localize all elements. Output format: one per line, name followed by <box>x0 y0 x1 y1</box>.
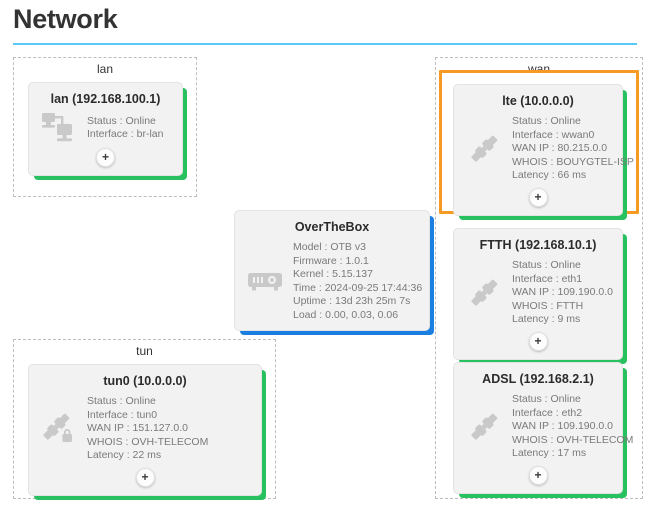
card-adsl-prop-whois: WHOIS : OVH-TELECOM <box>512 433 634 446</box>
page-title: Network <box>13 4 118 34</box>
card-lan-footer: + <box>37 148 174 167</box>
card-overthebox-body: Model : OTB v3 Firmware : 1.0.1 Kernel :… <box>243 241 422 322</box>
card-adsl-prop-status: Status : Online <box>512 393 581 405</box>
card-tun0[interactable]: tun0 (10.0.0.0) <box>28 364 262 496</box>
plug-icon <box>462 134 506 164</box>
card-lan-add-button[interactable]: + <box>96 148 115 167</box>
card-adsl-body: Status : Online Interface : eth2 WAN IP … <box>462 393 633 461</box>
card-overthebox-props: Model : OTB v3 Firmware : 1.0.1 Kernel :… <box>293 241 422 322</box>
card-tun0-prop-status: Status : Online <box>87 395 156 407</box>
card-adsl-footer: + <box>462 465 614 485</box>
card-ftth[interactable]: FTTH (192.168.10.1) Status : Online Inte… <box>453 228 623 360</box>
card-tun0-body: Status : Online Interface : tun0 WAN IP … <box>37 395 253 463</box>
plug-icon <box>462 412 506 442</box>
card-ftth-prop-status: Status : Online <box>512 259 581 271</box>
card-lan-props: Status : Online Interface : br-lan <box>87 115 174 142</box>
card-ftth-prop-interface: Interface : eth1 <box>512 272 583 285</box>
card-tun0-prop-latency: Latency : 22 ms <box>87 449 162 461</box>
card-ftth-prop-latency: Latency : 9 ms <box>512 313 581 325</box>
card-ftth-props: Status : Online Interface : eth1 WAN IP … <box>512 259 614 327</box>
card-ftth-prop-whois: WHOIS : FTTH <box>512 299 584 312</box>
card-lan[interactable]: lan (192.168.100.1) Status : Online Inte… <box>28 82 183 176</box>
plug-icon <box>462 278 506 308</box>
card-adsl-prop-interface: Interface : eth2 <box>512 406 583 419</box>
card-adsl-add-button[interactable]: + <box>528 465 548 485</box>
zone-tun-label: tun <box>136 344 153 358</box>
zone-lan-label: lan <box>96 62 113 76</box>
card-lte-body: Status : Online Interface : wwan0 WAN IP… <box>462 115 634 183</box>
card-adsl[interactable]: ADSL (192.168.2.1) Status : Online Inter… <box>453 362 633 494</box>
card-lte-prop-latency: Latency : 66 ms <box>512 169 587 181</box>
card-lte-prop-wanip: WAN IP : 80.215.0.0 <box>512 142 608 154</box>
card-overthebox[interactable]: OverTheBox Model : OTB v3 Firmware : 1.0… <box>234 210 430 331</box>
card-tun0-prop-interface: Interface : tun0 <box>87 408 158 421</box>
card-overthebox-title: OverTheBox <box>294 220 370 234</box>
card-overthebox-prop-uptime: Uptime : 13d 23h 25m 7s <box>293 295 411 307</box>
card-lan-title: lan (192.168.100.1) <box>50 92 161 106</box>
network-sitemap-icon <box>37 113 81 143</box>
card-tun0-footer: + <box>37 467 253 487</box>
card-tun0-props: Status : Online Interface : tun0 WAN IP … <box>87 395 253 463</box>
card-lte-prop-status: Status : Online <box>512 115 581 127</box>
card-lte-prop-whois: WHOIS : BOUYGTEL-ISP <box>512 155 634 168</box>
card-adsl-prop-wanip: WAN IP : 109.190.0.0 <box>512 420 613 432</box>
card-adsl-prop-latency: Latency : 17 ms <box>512 447 587 459</box>
card-lte[interactable]: lte (10.0.0.0) Status : Online Interface… <box>453 84 634 216</box>
card-tun0-prop-wanip: WAN IP : 151.127.0.0 <box>87 422 188 434</box>
card-lan-prop-status: Status : Online <box>87 114 156 127</box>
card-overthebox-prop-model: Model : OTB v3 <box>293 241 366 253</box>
card-adsl-title: ADSL (192.168.2.1) <box>482 372 594 386</box>
card-overthebox-prop-time: Time : 2024-09-25 17:44:36 <box>293 281 423 294</box>
card-tun0-title: tun0 (10.0.0.0) <box>103 374 187 388</box>
card-ftth-title: FTTH (192.168.10.1) <box>479 238 597 252</box>
card-lan-prop-interface: Interface : br-lan <box>87 128 164 140</box>
plug-lock-icon <box>37 412 81 446</box>
device-box-icon <box>243 269 287 295</box>
card-overthebox-prop-kernel: Kernel : 5.15.137 <box>293 268 373 280</box>
card-adsl-props: Status : Online Interface : eth2 WAN IP … <box>512 393 633 461</box>
card-tun0-prop-whois: WHOIS : OVH-TELECOM <box>87 435 209 448</box>
card-overthebox-prop-firmware: Firmware : 1.0.1 <box>293 254 369 267</box>
card-lte-title: lte (10.0.0.0) <box>502 94 574 108</box>
zone-tun: tun <box>13 339 276 499</box>
card-ftth-add-button[interactable]: + <box>528 331 548 351</box>
card-ftth-body: Status : Online Interface : eth1 WAN IP … <box>462 259 614 327</box>
card-ftth-prop-wanip: WAN IP : 109.190.0.0 <box>512 286 613 298</box>
card-lan-body: Status : Online Interface : br-lan <box>37 113 174 143</box>
card-lte-footer: + <box>462 187 614 207</box>
card-lte-prop-interface: Interface : wwan0 <box>512 128 595 141</box>
card-lte-add-button[interactable]: + <box>528 187 548 207</box>
card-tun0-add-button[interactable]: + <box>135 467 155 487</box>
card-overthebox-prop-load: Load : 0.00, 0.03, 0.06 <box>293 308 399 321</box>
card-lte-props: Status : Online Interface : wwan0 WAN IP… <box>512 115 634 183</box>
title-divider <box>13 43 637 45</box>
card-ftth-footer: + <box>462 331 614 351</box>
zone-lan: lan <box>13 57 197 197</box>
